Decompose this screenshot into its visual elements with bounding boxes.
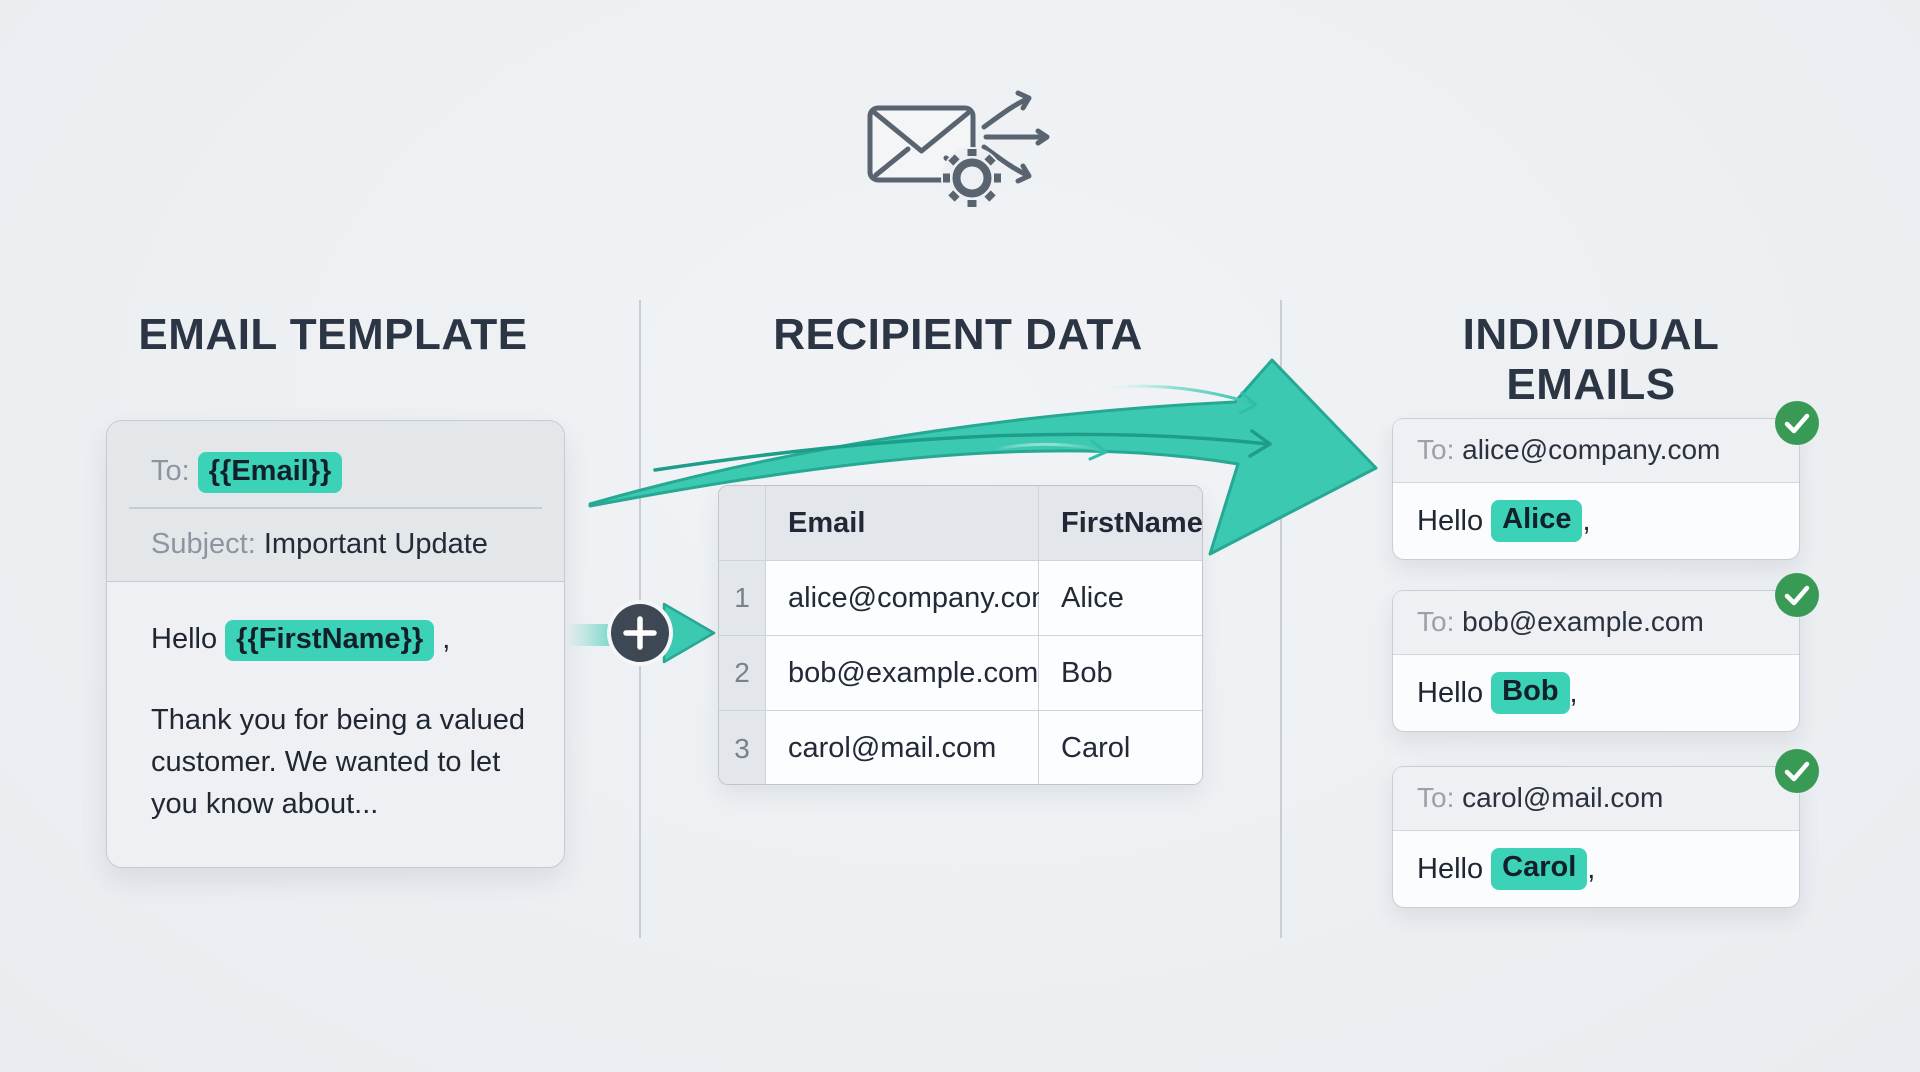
merged-name-pill: Bob	[1491, 672, 1570, 714]
to-label: To:	[151, 455, 190, 487]
firstname-variable-pill: {{FirstName}}	[225, 620, 435, 662]
to-label: To:	[1417, 434, 1455, 465]
heading-individual-emails: INDIVIDUAL EMAILS	[1462, 310, 1720, 409]
swoosh-inner-line	[653, 429, 1272, 472]
to-address: bob@example.com	[1462, 606, 1704, 637]
check-icon	[1775, 749, 1819, 793]
template-card-header: To: {{Email}} Subject: Important Update	[107, 421, 564, 582]
email-cell: carol@mail.com	[766, 711, 1039, 784]
speed-arrow-lower	[994, 439, 1108, 461]
template-to-row: To: {{Email}}	[151, 445, 343, 497]
firstname-cell: Carol	[1039, 711, 1202, 784]
email-card: To: alice@company.com Hello Alice,	[1392, 401, 1819, 560]
body-line: Thank you for being a valued	[151, 704, 526, 736]
template-greeting-row: Hello {{FirstName}} ,	[151, 613, 450, 665]
plus-icon	[623, 616, 657, 650]
greeting-suffix: ,	[434, 623, 451, 655]
email-card-body: Hello Carol,	[1393, 831, 1799, 907]
email-card-header: To: bob@example.com	[1393, 591, 1799, 655]
check-icon	[1775, 401, 1819, 445]
mail-merge-icon	[867, 90, 1050, 209]
email-variable-pill: {{Email}}	[197, 452, 343, 494]
template-subject-row: Subject: Important Update	[151, 517, 488, 571]
greeting-suffix: ,	[1569, 676, 1578, 709]
firstname-cell: Alice	[1039, 561, 1202, 636]
arrow-down-icon	[981, 144, 1030, 178]
row-number: 2	[719, 636, 766, 711]
template-body-paragraph: Thank you for being a valued customer. W…	[151, 699, 525, 825]
greeting-prefix: Hello	[1417, 852, 1484, 885]
to-label: To:	[1417, 782, 1455, 813]
merge-cluster	[568, 600, 716, 666]
email-card-header: To: alice@company.com	[1393, 419, 1799, 483]
heading-email-template: EMAIL TEMPLATE	[138, 310, 528, 359]
recipient-data-table: Email FirstName 1 alice@company.com Alic…	[718, 485, 1203, 785]
body-line: you know about...	[151, 788, 379, 820]
subject-value: Important Update	[263, 528, 488, 560]
gear-icon	[941, 147, 1003, 209]
email-card-header: To: carol@mail.com	[1393, 767, 1799, 831]
template-header-divider	[129, 507, 542, 509]
check-icon	[1775, 573, 1819, 617]
greeting-suffix: ,	[1587, 852, 1596, 885]
firstname-cell: Bob	[1039, 636, 1202, 711]
email-card: To: bob@example.com Hello Bob,	[1392, 573, 1819, 732]
email-cell: alice@company.com	[766, 561, 1055, 636]
greeting-prefix: Hello	[1417, 504, 1484, 537]
email-card: To: carol@mail.com Hello Carol,	[1392, 749, 1819, 908]
table-header-email: Email	[766, 486, 1039, 561]
table-header-firstname: FirstName	[1039, 486, 1202, 561]
to-address: carol@mail.com	[1462, 782, 1664, 813]
email-card-body: Hello Alice,	[1393, 483, 1799, 559]
merged-name-pill: Carol	[1491, 848, 1588, 890]
table-corner-cell	[719, 486, 766, 561]
greeting-suffix: ,	[1582, 504, 1591, 537]
subject-label: Subject:	[151, 528, 256, 560]
body-line: customer. We wanted to let	[151, 746, 501, 778]
arrow-up-icon	[981, 96, 1030, 130]
divider-right	[1280, 300, 1282, 938]
row-number: 1	[719, 561, 766, 636]
heading-recipient-data: RECIPIENT DATA	[773, 310, 1143, 359]
email-cell: bob@example.com	[766, 636, 1039, 711]
greeting-prefix: Hello	[151, 623, 226, 655]
to-address: alice@company.com	[1462, 434, 1721, 465]
merged-name-pill: Alice	[1491, 500, 1583, 542]
row-number: 3	[719, 711, 766, 784]
email-card-body: Hello Bob,	[1393, 655, 1799, 731]
speed-arrow-upper	[1086, 384, 1258, 415]
to-label: To:	[1417, 606, 1455, 637]
greeting-prefix: Hello	[1417, 676, 1484, 709]
email-template-card: To: {{Email}} Subject: Important Update …	[106, 420, 565, 868]
